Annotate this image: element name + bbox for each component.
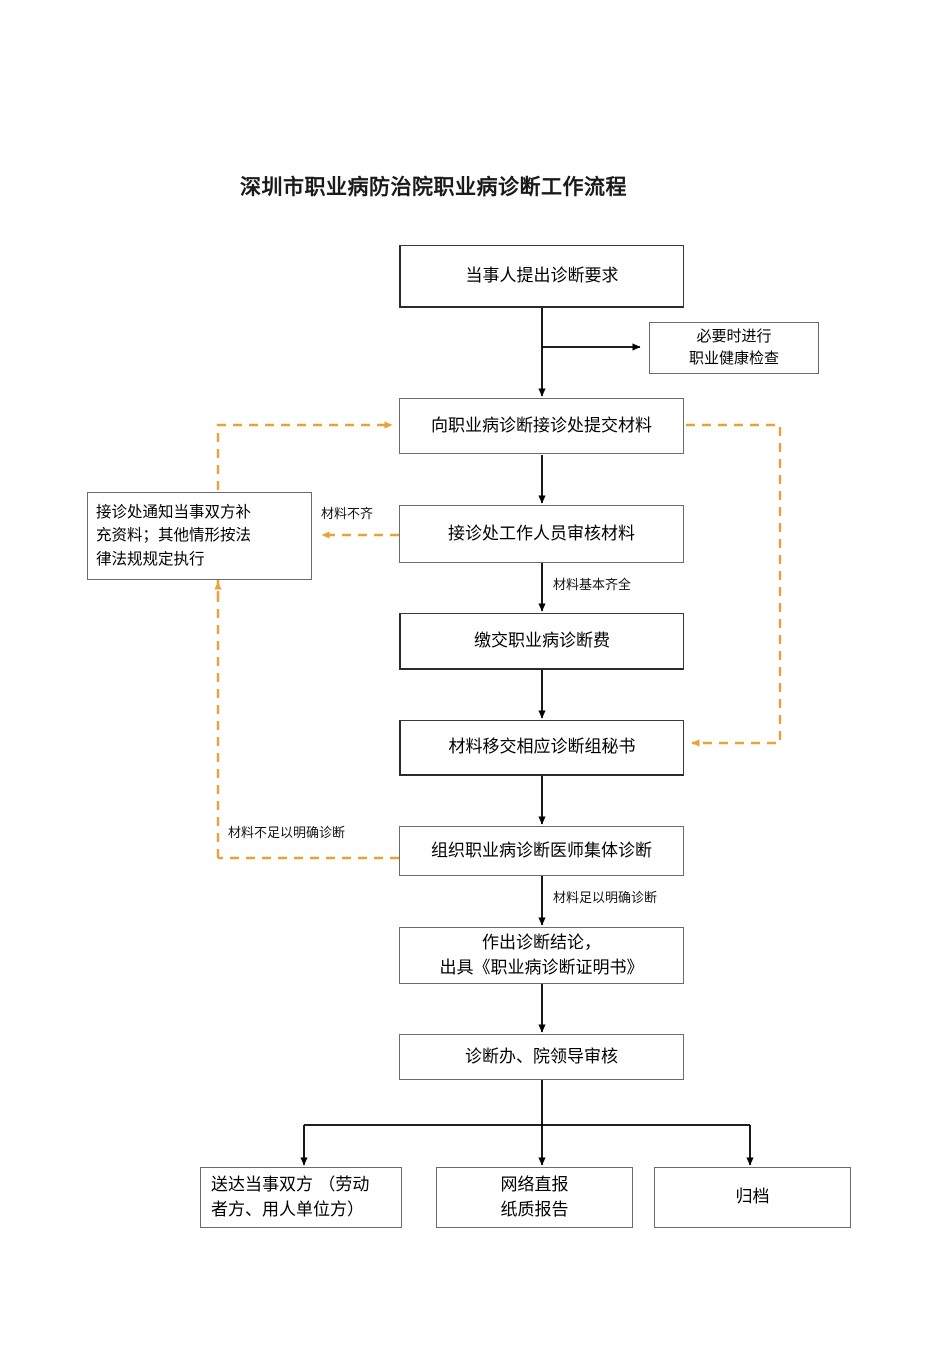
- node-submit-materials-label: 向职业病诊断接诊处提交材料: [431, 415, 652, 436]
- node-notice-line2: 充资料；其他情形按法: [96, 526, 252, 545]
- node-report-line2: 纸质报告: [500, 1199, 569, 1220]
- node-notice-line3: 律法规规定执行: [96, 549, 205, 568]
- node-conclusion-line1: 作出诊断结论，: [482, 932, 601, 953]
- node-deliver-parties-line2: 者方、用人单位方）: [211, 1199, 364, 1220]
- node-notice[interactable]: 接诊处通知当事双方补 充资料；其他情形按法 律法规规定执行: [87, 492, 312, 580]
- node-submit-materials[interactable]: 向职业病诊断接诊处提交材料: [399, 398, 684, 454]
- node-deliver-parties[interactable]: 送达当事双方 （劳动 者方、用人单位方）: [200, 1167, 402, 1228]
- page-title: 深圳市职业病防治院职业病诊断工作流程: [240, 175, 627, 199]
- edge-label-sufficient: 材料足以明确诊断: [553, 891, 658, 906]
- node-notice-line1: 接诊处通知当事双方补: [96, 503, 252, 522]
- node-pay-fee-label: 缴交职业病诊断费: [474, 630, 610, 651]
- node-review-materials-label: 接诊处工作人员审核材料: [448, 523, 635, 544]
- node-deliver-parties-line1: 送达当事双方 （劳动: [211, 1174, 370, 1195]
- node-conclusion[interactable]: 作出诊断结论， 出具《职业病诊断证明书》: [399, 927, 684, 984]
- node-pay-fee[interactable]: 缴交职业病诊断费: [399, 613, 684, 670]
- node-review-materials[interactable]: 接诊处工作人员审核材料: [399, 505, 684, 563]
- node-archive[interactable]: 归档: [654, 1167, 851, 1228]
- node-archive-label: 归档: [735, 1187, 770, 1208]
- node-request-label: 当事人提出诊断要求: [465, 265, 619, 286]
- edge-label-incomplete: 材料不齐: [321, 507, 374, 522]
- node-health-check-line2: 职业健康检查: [688, 349, 779, 367]
- node-transfer-materials-label: 材料移交相应诊断组秘书: [448, 737, 636, 758]
- node-approval[interactable]: 诊断办、院领导审核: [399, 1034, 684, 1080]
- node-health-check-line1: 必要时进行: [696, 327, 772, 346]
- node-collective-diagnosis-label: 组织职业病诊断医师集体诊断: [431, 840, 652, 861]
- node-report[interactable]: 网络直报 纸质报告: [436, 1167, 633, 1228]
- node-health-check[interactable]: 必要时进行 职业健康检查: [649, 322, 819, 374]
- node-collective-diagnosis[interactable]: 组织职业病诊断医师集体诊断: [399, 826, 684, 876]
- node-request[interactable]: 当事人提出诊断要求: [399, 245, 684, 308]
- node-approval-label: 诊断办、院领导审核: [465, 1046, 618, 1067]
- edge-label-basically-complete: 材料基本齐全: [553, 578, 632, 593]
- node-conclusion-line2: 出具《职业病诊断证明书》: [439, 957, 644, 978]
- node-report-line1: 网络直报: [500, 1174, 569, 1195]
- node-transfer-materials[interactable]: 材料移交相应诊断组秘书: [399, 720, 684, 776]
- edge-label-insufficient: 材料不足以明确诊断: [228, 826, 346, 841]
